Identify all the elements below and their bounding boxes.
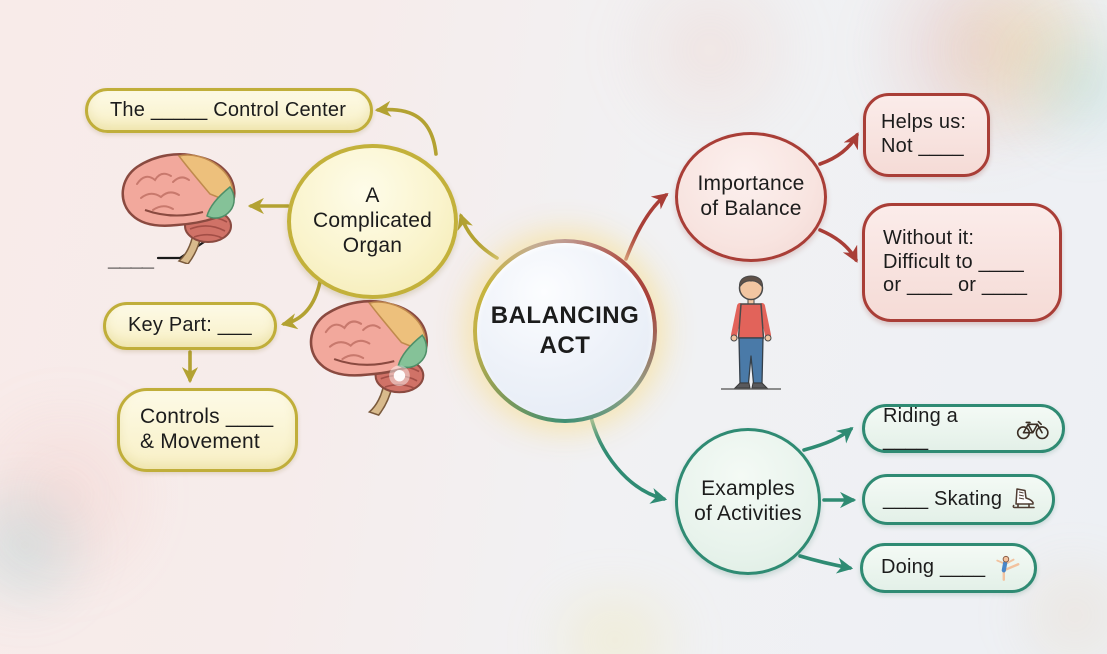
arrow-organ-to-control-center	[374, 100, 438, 156]
brain-cerebellum-highlight-icon	[309, 299, 429, 417]
organ-node-label: A Complicated Organ	[313, 184, 432, 257]
key-part-pill: Key Part: ___	[103, 302, 277, 350]
brain-part-blank: ____	[108, 246, 154, 271]
organ-branch-node: A Complicated Organ	[287, 144, 458, 299]
examples-node-label: Examples of Activities	[694, 476, 802, 525]
riding-pill: Riding a ____	[862, 404, 1065, 453]
doing-pill: Doing ____	[860, 543, 1037, 593]
helps-us-label: Helps us: Not ____	[881, 111, 967, 157]
control-center-pill: The _____ Control Center	[85, 88, 373, 133]
importance-branch-node: Importance of Balance	[675, 132, 827, 262]
without-it-pill: Without it: Difficult to ____ or ____ or…	[862, 203, 1062, 322]
arrow-examples-to-doing	[798, 554, 854, 574]
arrow-center-to-importance	[624, 193, 669, 261]
key-part-label: Key Part: ___	[128, 314, 252, 337]
without-it-label: Without it: Difficult to ____ or ____ or…	[883, 227, 1028, 297]
riding-label: Riding a ____	[883, 404, 958, 451]
arrow-examples-to-riding	[802, 426, 854, 452]
arrow-center-to-examples	[588, 411, 668, 504]
arrow-organ-to-key-part	[280, 280, 322, 330]
importance-node-label: Importance of Balance	[697, 172, 805, 220]
controls-movement-pill: Controls ____ & Movement	[117, 388, 298, 472]
doing-label: Doing ____	[881, 556, 986, 579]
bicycle-icon	[1017, 420, 1050, 439]
central-topic-inner: BALANCING ACT	[477, 243, 653, 419]
skating-pill: ____ Skating	[862, 474, 1055, 525]
skating-label: ____ Skating	[883, 487, 1003, 510]
helps-us-pill: Helps us: Not ____	[863, 93, 990, 177]
arrow-center-to-organ	[457, 212, 499, 260]
standing-person-icon	[721, 275, 781, 390]
examples-branch-node: Examples of Activities	[675, 428, 821, 575]
control-center-label: The _____ Control Center	[110, 98, 347, 121]
ice-skate-icon	[1012, 487, 1035, 508]
controls-movement-label: Controls ____ & Movement	[140, 405, 274, 453]
central-topic-title: BALANCING ACT	[490, 302, 640, 359]
central-topic-node: BALANCING ACT	[473, 239, 657, 423]
arrow-importance-to-helps	[818, 132, 859, 166]
arrow-importance-to-without	[818, 228, 858, 263]
gymnast-icon	[996, 555, 1020, 581]
